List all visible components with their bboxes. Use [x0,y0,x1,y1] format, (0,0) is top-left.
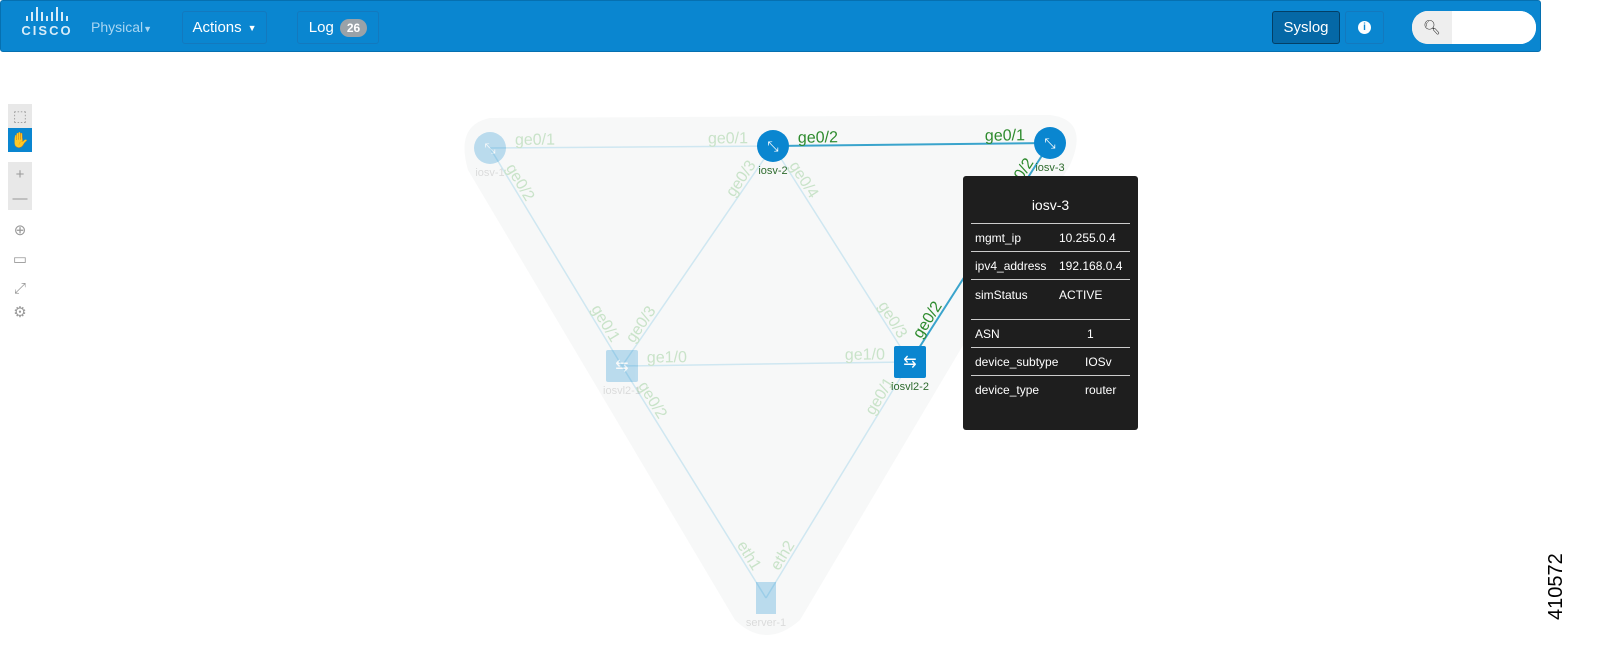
interface-label: ge0/2 [798,129,838,146]
tooltip-row: ASN 1 [971,320,1130,348]
fullscreen-icon[interactable]: ⤢ [13,279,26,297]
syslog-button[interactable]: Syslog [1272,11,1340,44]
interface-label: ge0/1 [985,127,1025,144]
link[interactable] [489,147,623,367]
actions-button[interactable]: Actions ▼ [182,11,267,44]
node-label: server-1 [746,617,786,629]
node-label: iosv-2 [758,165,787,177]
tooltip-key: device_subtype [975,354,1059,369]
syslog-label: Syslog [1283,19,1329,36]
tooltip-value: router [1085,383,1117,397]
node-tooltip: iosv-3 mgmt_ip 10.255.0.4 ipv4_address 192… [963,176,1138,430]
tooltip-key: ASN [975,326,1000,341]
node-iosv-3[interactable]: ⤡ iosv-3 [1034,127,1066,174]
figure-number: 410572 [1545,553,1567,620]
router-arrows-icon: ⤡ [1044,135,1055,151]
node-iosv-2[interactable]: ⤡ iosv-2 [757,130,789,177]
tooltip-value: ACTIVE [1059,288,1103,302]
tooltip-key: ipv4_address [975,258,1047,273]
info-icon: i [1358,21,1371,34]
tooltip-title: iosv-3 [971,176,1130,224]
link[interactable] [765,361,911,599]
node-label: iosv-1 [475,167,504,179]
perspective-label: Physical [91,19,144,35]
node-server-1[interactable]: server-1 [746,582,786,629]
actions-label: Actions [192,19,242,36]
tooltip-value: 1 [1087,326,1094,341]
router-arrows-icon: ⤡ [767,138,778,154]
tooltip-value: 192.168.0.4 [1059,258,1123,273]
interface-label: ge0/1 [708,130,748,147]
settings-icon[interactable]: ⚙ [13,304,27,321]
tooltip-row: simStatus ACTIVE [971,280,1130,320]
node-label: iosv-3 [1035,162,1064,174]
node-iosvl2-2[interactable]: ⇆ iosvl2-2 [891,346,929,393]
perspective-dropdown[interactable]: Physical▼ [91,19,152,35]
link[interactable] [621,365,767,599]
log-count-badge: 26 [339,18,368,37]
tooltip-key: device_type [975,383,1040,397]
switch-icon [894,346,926,378]
switch-icon [606,350,638,382]
zoom-in-icon[interactable]: + [8,162,32,186]
interface-label: ge1/0 [647,349,687,367]
select-icon[interactable]: ⬚ [8,104,32,128]
zoom-region-icon[interactable]: ⊕ [13,222,27,239]
tooltip-row: ipv4_address 192.168.0.4 [971,252,1130,280]
canvas-toolbar: ⬚ ✋ + — ⊕ ▭ ⤢ ⚙ [8,104,32,324]
group-hull [464,115,1077,635]
zoom-out-icon[interactable]: — [8,186,32,210]
tooltip-key: simStatus [975,288,1028,302]
node-iosvl2-1[interactable]: ⇆ iosvl2-1 [603,350,641,397]
cisco-logo: CISCO [19,7,75,38]
router-icon [757,130,789,162]
node-iosv-1[interactable]: ⤡ iosv-1 [474,132,506,179]
switch-arrows-icon: ⇆ [903,354,916,371]
interface-label: ge1/0 [845,346,885,364]
tooltip-row: mgmt_ip 10.255.0.4 [971,224,1130,252]
tooltip-value: 10.255.0.4 [1059,230,1116,245]
node-label: iosvl2-1 [603,385,641,397]
search-box: 🔍︎ [1412,11,1536,44]
pan-icon[interactable]: ✋ [8,128,32,152]
server-icon [756,582,776,614]
log-button[interactable]: Log 26 [297,11,379,44]
tooltip-key: mgmt_ip [975,230,1022,245]
link[interactable] [772,145,911,363]
link[interactable] [489,145,774,149]
search-icon[interactable]: 🔍︎ [1412,11,1452,44]
link[interactable] [621,145,774,367]
router-icon [1034,127,1066,159]
info-button[interactable]: i [1345,11,1384,44]
caret-down-icon: ▼ [247,22,257,33]
tooltip-value: IOSv [1085,354,1112,369]
caret-down-icon: ▼ [143,24,153,34]
router-icon [474,132,506,164]
tooltip-row: device_type router [971,376,1130,404]
link[interactable] [621,361,911,367]
search-input[interactable] [1452,11,1536,44]
switch-arrows-icon: ⇆ [615,358,628,375]
fit-icon[interactable]: ▭ [12,251,28,268]
link[interactable] [772,142,1051,147]
interface-label: ge0/1 [515,132,555,149]
node-label: iosvl2-2 [891,381,929,393]
router-arrows-icon: ⤡ [484,140,495,156]
log-label: Log [308,19,334,36]
tooltip-row: device_subtype IOSv [971,348,1130,376]
